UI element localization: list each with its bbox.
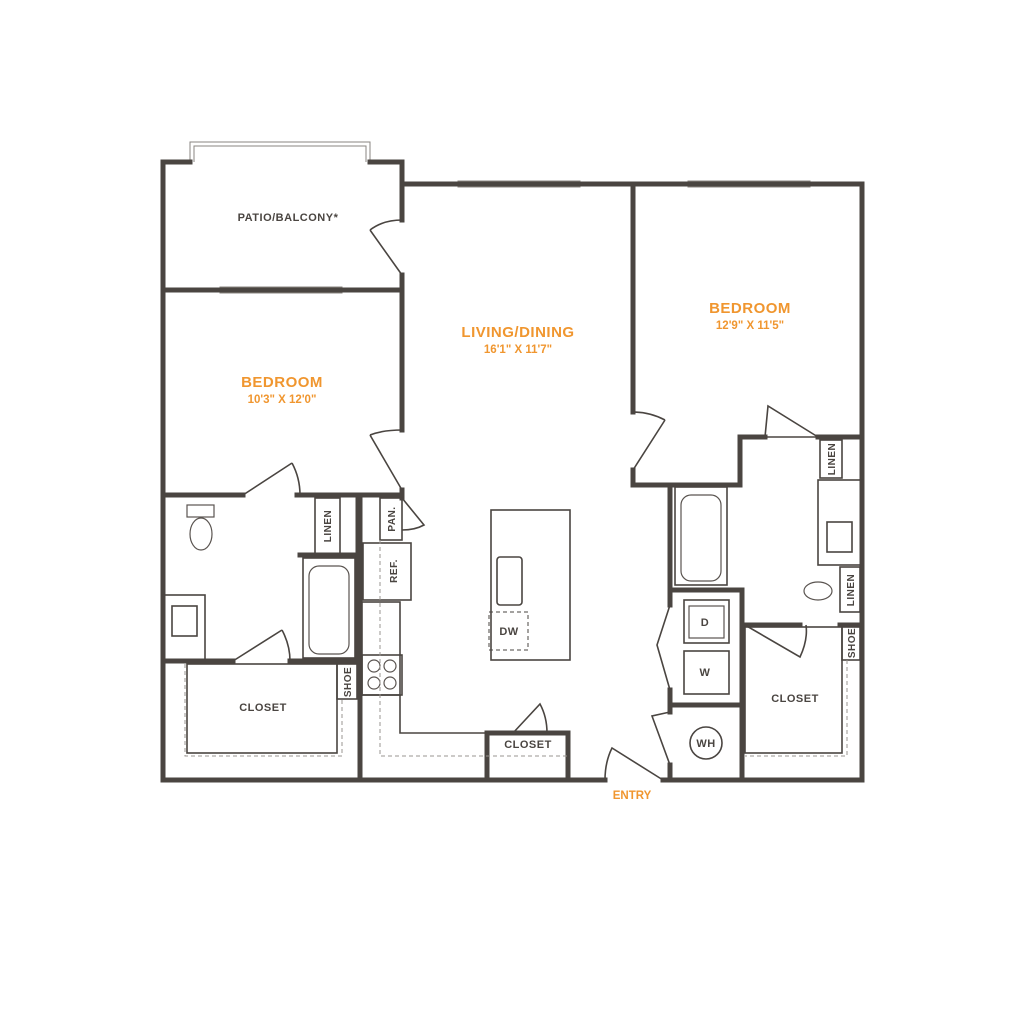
- dryer: [683, 599, 730, 644]
- walls: [160, 159, 865, 783]
- linen-closet: [839, 566, 861, 613]
- toilet-tank: [186, 504, 215, 518]
- pantry-label: PAN.: [387, 506, 398, 531]
- linen-label: LINEN: [827, 443, 838, 476]
- dw-label: DW: [499, 626, 518, 638]
- pantry: [379, 497, 403, 541]
- bathtub: [302, 557, 356, 659]
- water-heater: [689, 726, 723, 760]
- dryer-label: D: [701, 617, 709, 629]
- linen-closet: [314, 497, 341, 556]
- stove-icon: [361, 654, 403, 696]
- dishwasher: [488, 611, 529, 651]
- toilet-bowl: [803, 581, 833, 601]
- bedroom1-label: BEDROOM: [241, 374, 323, 391]
- living-dims: 16'1" X 11'7": [484, 344, 552, 356]
- washer-label: W: [700, 667, 711, 679]
- vanity: [162, 594, 206, 662]
- bedroom2-label: BEDROOM: [709, 300, 791, 317]
- doors: [232, 219, 819, 781]
- vanity: [817, 479, 863, 566]
- closet: [186, 663, 338, 754]
- patio-label: PATIO/BALCONY*: [238, 212, 339, 224]
- washer: [683, 650, 730, 695]
- shoe-label: SHOE: [847, 628, 858, 658]
- ref-label: REF.: [389, 559, 400, 583]
- bathtub: [674, 486, 728, 586]
- sink-icon: [496, 556, 523, 606]
- water-heater-label: WH: [696, 738, 715, 750]
- linen-label: LINEN: [846, 574, 857, 607]
- bedroom2-dims: 12'9" X 11'5": [716, 320, 784, 332]
- closet-label: CLOSET: [239, 702, 287, 714]
- closet-label: CLOSET: [771, 693, 819, 705]
- toilet-bowl: [189, 517, 213, 551]
- linen-label: LINEN: [323, 510, 334, 543]
- kitchen-island: [490, 509, 571, 661]
- bedroom1-dims: 10'3" X 12'0": [248, 394, 317, 406]
- linen-closet: [819, 439, 843, 479]
- entry-label: ENTRY: [613, 790, 652, 802]
- sink-icon: [171, 605, 198, 637]
- shoe-label: SHOE: [343, 667, 354, 697]
- closet: [744, 626, 843, 754]
- closet-label: CLOSET: [504, 739, 552, 751]
- sink-icon: [826, 521, 853, 553]
- refrigerator: [362, 542, 412, 601]
- living-label: LIVING/DINING: [461, 324, 574, 341]
